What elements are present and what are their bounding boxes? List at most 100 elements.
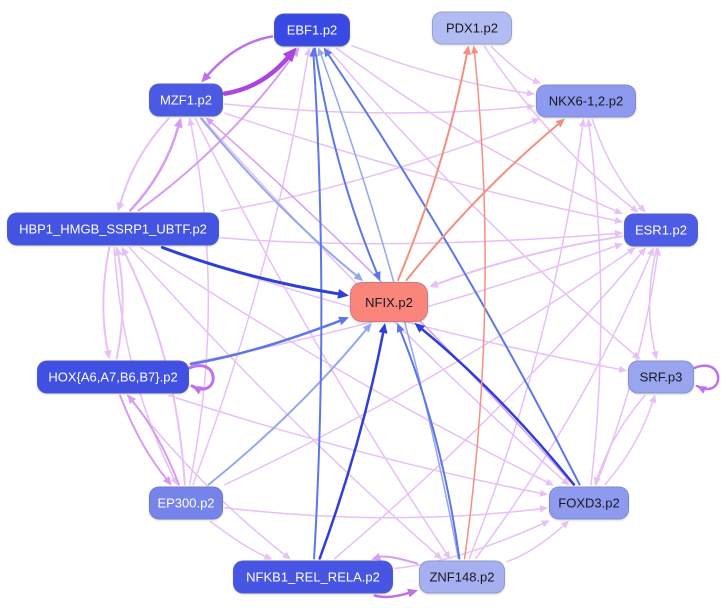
edge-MZF1-NFIX-arrowhead	[353, 272, 364, 281]
node-MZF1[interactable]: MZF1.p2	[149, 83, 223, 117]
edge-PDX1-ESR1-arrowhead	[629, 204, 639, 213]
edge-MZF1-NFIX	[200, 117, 358, 277]
edge-NFKB1-ESR1	[334, 252, 642, 560]
edge-ZNF148-EBF1-arrowhead	[317, 47, 325, 57]
node-ZNF148[interactable]: ZNF148.p2	[419, 560, 505, 594]
node-HBP1[interactable]: HBP1_HMGB_SSRP1_UBTF.p2	[7, 212, 219, 246]
node-NFIX[interactable]: NFIX.p2	[350, 282, 428, 322]
edge-EP300-MZF1-arrowhead	[187, 117, 195, 127]
node-SRF[interactable]: SRF.p3	[628, 360, 694, 394]
edge-HOX-NFKB1	[126, 394, 286, 556]
edge-EBF1-NFIX	[313, 47, 378, 274]
edge-ESR1-NFIX-arrowhead	[429, 280, 439, 288]
edge-NFKB1-EBF1-arrowhead	[309, 47, 318, 57]
edge-ESR1-SRF-arrowhead	[651, 350, 659, 360]
node-EBF1[interactable]: EBF1.p2	[274, 13, 350, 47]
edge-HBP1-NKX6	[220, 120, 534, 212]
edge-NFIX-NKX6-arrowhead	[555, 118, 565, 128]
edge-FOXD3-NFIX-arrowhead	[414, 323, 426, 333]
edge-EBF1-SRF-arrowhead	[631, 351, 641, 360]
edge-NFIX-NKX6	[405, 123, 560, 281]
edge-EP300-ESR1	[224, 251, 630, 486]
edge-ESR1-NFIX	[436, 235, 623, 285]
edge-HOX-HBP1	[115, 254, 124, 360]
edge-HBP1-FOXD3	[140, 246, 548, 483]
edge-ZNF148-NFIX	[399, 330, 461, 560]
edge-EBF1-MZF1-arrowhead	[201, 72, 212, 83]
edge-ZNF148-NKX6-arrowhead	[579, 118, 587, 127]
node-EP300[interactable]: EP300.p2	[149, 486, 223, 520]
edge-NFKB1-FOXD3-arrowhead	[541, 520, 550, 528]
edge-FOXD3-SRF	[604, 401, 654, 486]
edge-EBF1-NKX6	[351, 44, 528, 94]
edge-EBF1-MZF1	[206, 35, 274, 77]
edge-MZF1-ESR1	[224, 112, 616, 222]
node-ESR1[interactable]: ESR1.p2	[624, 213, 698, 247]
edge-NFKB1-ZNF148	[373, 591, 410, 599]
edge-EBF1-ESR1	[336, 47, 617, 212]
edge-MZF1-ESR1-arrowhead	[614, 216, 623, 224]
edge-HBP1-HOX	[102, 246, 111, 352]
edge-ZNF148-ESR1-arrowhead	[647, 247, 654, 257]
edge-FOXD3-NFIX	[421, 328, 576, 486]
edge-HOX-HOX-arrowhead	[192, 386, 203, 395]
edge-ZNF148-NFKB1-arrowhead	[371, 553, 382, 561]
edge-EP300-MZF1	[188, 124, 210, 486]
edge-HOX-ESR1-arrowhead	[614, 242, 623, 250]
edge-ZNF148-PDX1	[463, 52, 486, 560]
edge-HBP1-MZF1-arrowhead	[173, 117, 183, 129]
edge-SRF-FOXD3	[596, 394, 646, 479]
edge-HBP1-ESR1	[220, 232, 616, 245]
edge-EP300-FOXD3	[224, 506, 541, 519]
edge-FOXD3-NKX6	[588, 125, 602, 486]
edge-SRF-SRF	[690, 364, 720, 390]
edge-HBP1-MZF1	[129, 125, 180, 212]
edge-EP300-HOX-arrowhead	[127, 394, 137, 404]
edge-NFKB1-EBF1	[312, 55, 323, 560]
edge-EP300-NFKB1-arrowhead	[263, 553, 273, 560]
edge-FOXD3-EBF1-arrowhead	[323, 47, 333, 58]
edge-EBF1-NKX6-arrowhead	[526, 89, 535, 97]
edge-EP300-FOXD3-arrowhead	[539, 505, 548, 513]
edge-EP300-HOX	[131, 400, 180, 486]
edge-ZNF148-FOXD3	[506, 525, 565, 563]
edge-NFIX-PDX1-arrowhead	[462, 45, 471, 56]
edge-ZNF148-NFIX-arrowhead	[396, 323, 405, 333]
edge-NFKB1-FOXD3	[394, 523, 544, 570]
edge-EP300-NFIX	[207, 328, 367, 486]
node-PDX1[interactable]: PDX1.p2	[432, 11, 512, 45]
edge-PDX1-ESR1	[483, 45, 633, 209]
edge-HOX-NFIX-arrowhead	[338, 316, 349, 326]
edge-NFKB1-NFIX-arrowhead	[378, 323, 388, 334]
edge-MZF1-FOXD3-arrowhead	[560, 477, 570, 486]
edge-EP300-NFIX-arrowhead	[362, 323, 372, 333]
node-NFKB1[interactable]: NFKB1_REL_RELA.p2	[233, 560, 393, 594]
edge-HBP1-FOXD3-arrowhead	[545, 478, 554, 486]
edge-HOX-NFKB1-arrowhead	[282, 551, 291, 560]
edge-HOX-FOXD3	[168, 394, 541, 494]
edge-EP300-EBF1-arrowhead	[304, 47, 312, 56]
edge-FOXD3-SRF-arrowhead	[649, 394, 657, 404]
edge-HBP1-ESR1-arrowhead	[614, 230, 623, 238]
edge-HOX-FOXD3-arrowhead	[539, 489, 548, 497]
edge-EBF1-ESR1-arrowhead	[614, 207, 623, 215]
edge-NFKB1-ZNF148-arrowhead	[407, 588, 418, 598]
edge-SRF-FOXD3-arrowhead	[593, 476, 601, 486]
edge-ZNF148-NFKB1	[379, 555, 418, 565]
node-HOX[interactable]: HOX{A6,A7,B6,B7}.p2	[37, 360, 189, 394]
edge-FOXD3-MZF1-arrowhead	[205, 117, 215, 126]
edge-NKX6-ESR1	[591, 118, 641, 208]
node-NKX6[interactable]: NKX6-1,2.p2	[536, 84, 636, 118]
node-FOXD3[interactable]: FOXD3.p2	[549, 486, 629, 520]
edge-HOX-EP300-arrowhead	[162, 476, 172, 486]
edge-MZF1-ZNF148-arrowhead	[443, 550, 451, 560]
edge-MZF1-HBP1	[119, 117, 170, 204]
edge-HBP1-NKX6-arrowhead	[531, 118, 541, 125]
edge-HOX-HOX	[185, 364, 215, 391]
edge-MZF1-EBF1-arrowhead	[282, 47, 297, 63]
edge-ZNF148-FOXD3-arrowhead	[560, 520, 570, 529]
edge-PDX1-NKX6	[490, 45, 535, 82]
edge-MZF1-NKX6-arrowhead	[526, 103, 535, 111]
